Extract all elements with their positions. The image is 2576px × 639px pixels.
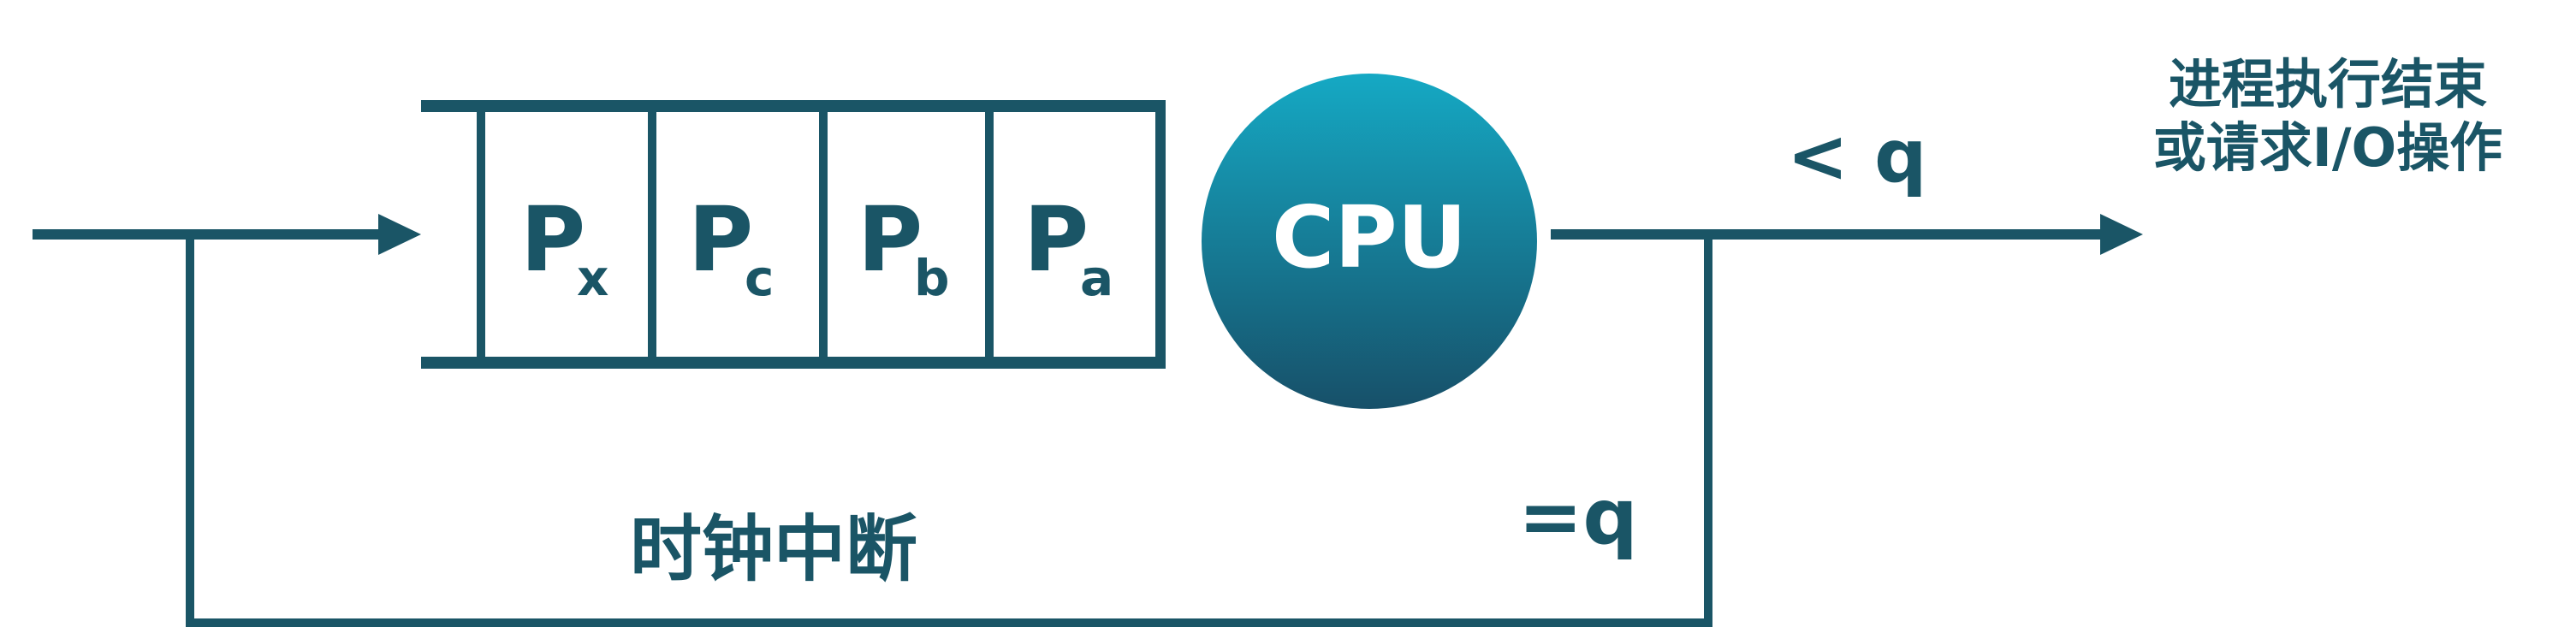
queue-process-a: P a [1024,195,1126,306]
input-arrowhead [378,214,421,255]
queue-process-x: P x [520,195,623,306]
process-subscript: b [914,249,950,307]
process-letter: P [1024,187,1089,292]
exit-label-line-2: 或请求I/O操作 [2152,116,2503,180]
process-letter: P [520,187,586,292]
process-letter: P [858,187,923,292]
less-than-q-label: < q [1787,114,1927,199]
exit-label: 进程执行结束 或请求I/O操作 [2088,53,2567,180]
cpu-circle [1202,74,1537,409]
queue-process-b: P b [858,195,960,306]
process-subscript: c [745,249,775,307]
clock-interrupt-label: 时钟中断 [630,507,918,591]
process-subscript: a [1080,249,1114,307]
exit-label-line-1: 进程执行结束 [2168,53,2487,115]
cpu-label: CPU [1272,187,1467,287]
output-arrowhead [2100,214,2143,255]
equal-q-label: =q [1518,472,1638,562]
queue-process-c: P c [688,195,791,306]
process-subscript: x [577,249,609,307]
process-letter: P [688,187,754,292]
